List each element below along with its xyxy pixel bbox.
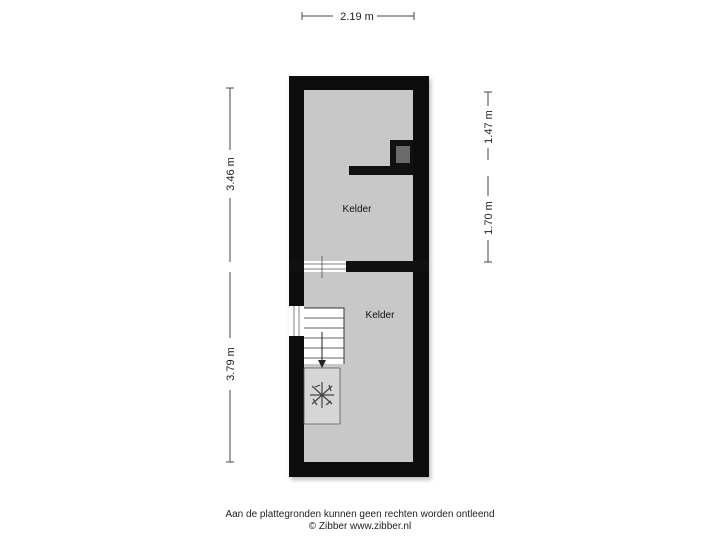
lower-room-floor xyxy=(304,272,413,462)
ledge-wall xyxy=(349,166,413,175)
door-opening xyxy=(304,256,346,278)
room-label-upper: Kelder xyxy=(343,204,373,215)
room-label-lower: Kelder xyxy=(366,310,396,321)
window-left xyxy=(289,306,304,336)
dimension-right-lower-label: 1.70 m xyxy=(483,201,495,235)
dimension-left-lower-label: 3.79 m xyxy=(225,347,237,381)
upper-room-floor xyxy=(304,90,413,261)
dimension-top-width-label: 2.19 m xyxy=(340,11,374,23)
dimension-right-lower xyxy=(484,176,492,263)
copyright-text: © Zibber www.zibber.nl xyxy=(308,521,412,532)
fan-icon xyxy=(310,382,334,408)
dimension-left-upper xyxy=(226,87,234,262)
footer: Aan de plattegronden kunnen geen rechten… xyxy=(0,509,720,533)
disclaimer-text: Aan de plattegronden kunnen geen rechten… xyxy=(225,509,495,520)
staircase xyxy=(304,307,345,368)
dimension-left-upper-label: 3.46 m xyxy=(225,157,237,191)
partition-wall xyxy=(289,261,429,272)
dimension-top-width xyxy=(301,12,415,20)
boiler-unit xyxy=(303,367,341,425)
dimension-right-upper xyxy=(484,91,492,160)
dimension-left-lower xyxy=(226,272,234,463)
chimney-flue xyxy=(396,146,410,163)
dimension-right-upper-label: 1.47 m xyxy=(483,110,495,144)
